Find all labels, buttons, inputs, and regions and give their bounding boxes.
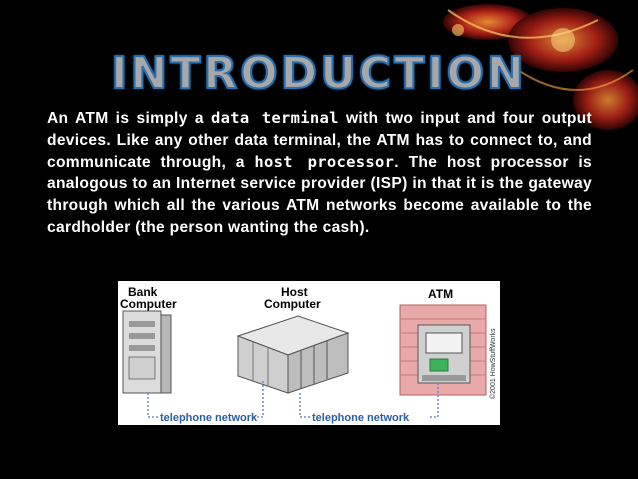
telephone-network-label-left: telephone network bbox=[160, 412, 258, 424]
term-data-terminal: data terminal bbox=[211, 109, 339, 127]
intro-paragraph: An ATM is simply a data terminal with tw… bbox=[47, 108, 592, 239]
bank-label-line2: Computer bbox=[120, 297, 177, 311]
telephone-network-label-right: telephone network bbox=[312, 412, 410, 424]
paragraph-part-3: . The host processor is analogous to an … bbox=[47, 153, 592, 236]
bank-computer-icon bbox=[122, 310, 172, 394]
term-host-processor: host processor bbox=[254, 152, 395, 171]
copyright-text: ©2001 HowStuffWorks bbox=[489, 328, 497, 399]
atm-network-diagram: Bank Computer Host Computer bbox=[118, 281, 500, 425]
network-lines bbox=[147, 381, 439, 418]
host-label-line2: Computer bbox=[264, 297, 321, 311]
decorative-swirl-ornament bbox=[443, 4, 638, 130]
atm-machine-icon bbox=[399, 304, 487, 396]
host-label-line1: Host bbox=[281, 285, 308, 299]
paragraph-part-2: with two input and four output devices. … bbox=[47, 110, 592, 171]
host-computer-icon bbox=[236, 315, 350, 394]
slide-title: INTRODUCTION bbox=[110, 47, 527, 100]
paragraph-part-1: An ATM is simply a bbox=[47, 110, 211, 127]
bank-label-line1: Bank bbox=[128, 285, 158, 299]
atm-label: ATM bbox=[428, 287, 453, 301]
